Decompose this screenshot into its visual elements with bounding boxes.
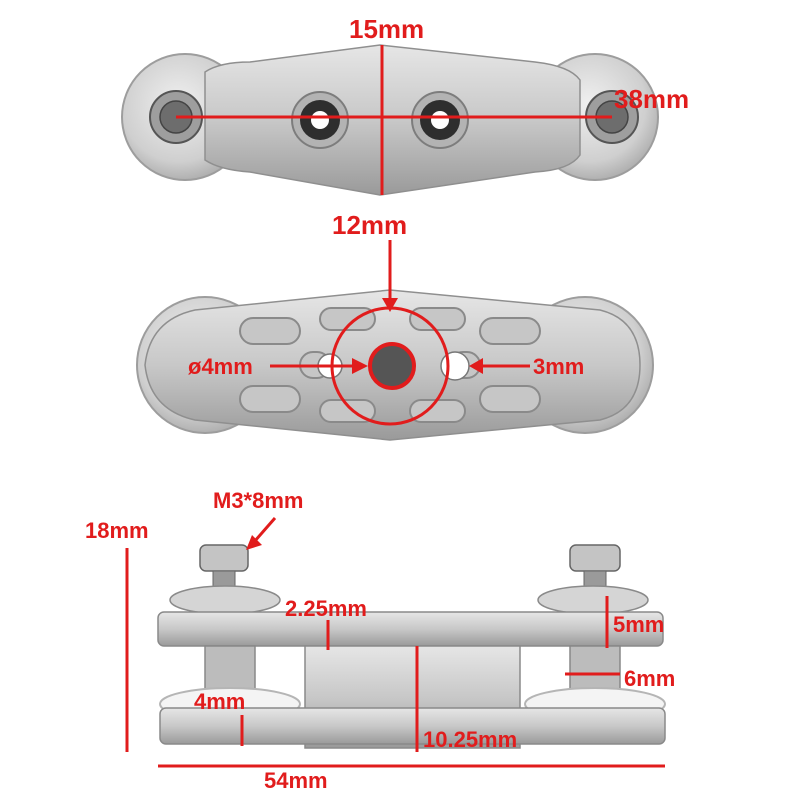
plate-thickness-label: 2.25mm: [285, 596, 367, 621]
side-view: [125, 517, 666, 768]
washer-right: [537, 585, 649, 615]
screw-label: M3*8mm: [213, 488, 304, 513]
top-plate: [204, 44, 581, 196]
lightening-slots: [239, 307, 541, 423]
center-hole-arrow-head: [352, 358, 368, 374]
center-hole-label: ø4mm: [188, 354, 253, 379]
top-length-label: 38mm: [614, 84, 690, 114]
washer-gap-label: 5mm: [613, 612, 665, 637]
bearing-left-bore: [311, 111, 329, 129]
roller-width-label: 4mm: [194, 689, 246, 714]
center-hole: [368, 342, 416, 390]
total-length-label: 54mm: [264, 768, 328, 793]
top-view: [121, 44, 659, 196]
height-label: 18mm: [85, 518, 149, 543]
side-bottom-plate: [159, 707, 666, 745]
side-hole-arrow-head: [469, 358, 483, 374]
block-height-label: 10.25mm: [423, 727, 518, 752]
side-hole-label: 3mm: [533, 354, 585, 379]
bottom-width-label: 12mm: [332, 210, 408, 240]
bottom-view: [136, 240, 654, 441]
top-width-label: 15mm: [349, 14, 425, 44]
side-hole-right: [440, 351, 470, 381]
screw-arrow-shaft: [252, 517, 277, 543]
width-arrow-head: [382, 298, 398, 312]
screw-left-head: [199, 544, 249, 572]
side-top-plate: [157, 611, 664, 647]
bearing-right-bore: [431, 111, 449, 129]
screw-right-head: [569, 544, 621, 572]
roller-diameter-label: 6mm: [624, 666, 676, 691]
washer-left: [169, 585, 281, 615]
screw-arrow-head: [246, 535, 262, 550]
